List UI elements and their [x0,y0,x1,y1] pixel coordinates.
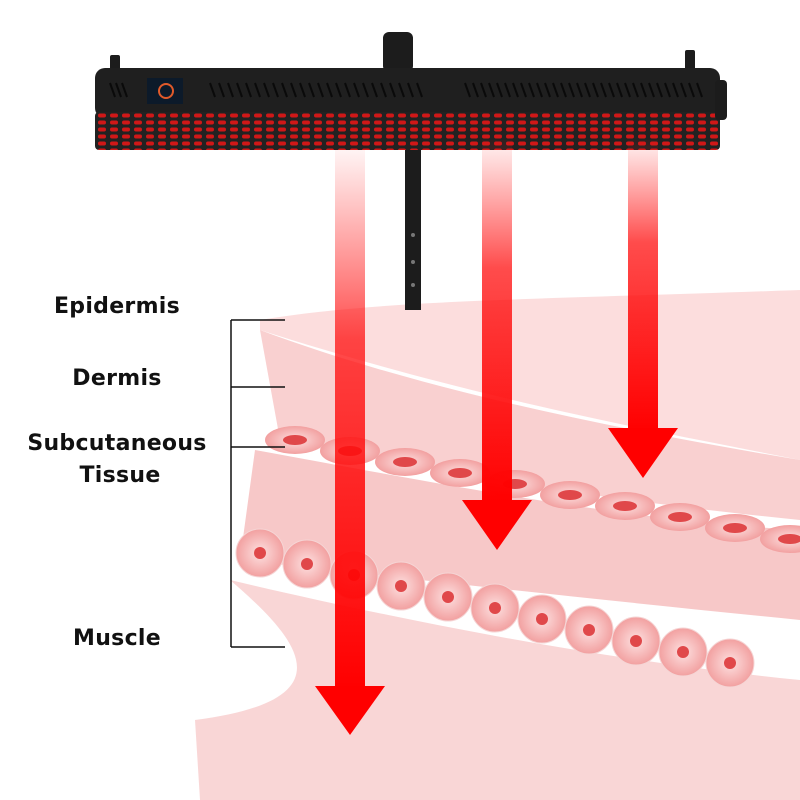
beam-arrow-muscle [315,150,385,735]
epidermis-layer [260,290,800,460]
mount-post [383,32,413,72]
label-epidermis: Epidermis [53,294,181,319]
dermis-layer [260,330,800,520]
label-dermis: Dermis [72,366,162,391]
red-light-panel-device [95,32,727,310]
led-array [95,112,720,150]
light-beams [315,140,678,735]
label-subcutaneous: Subcutaneous [27,431,207,456]
panel-body [95,68,720,118]
label-tissue: Tissue [79,463,161,488]
vents [109,82,703,98]
skin-layers [195,290,800,800]
display-screen [147,78,183,104]
subcutaneous-layer [240,450,800,620]
beam-arrow-subcutaneous [462,140,532,550]
stand-pole [405,145,421,310]
cells [235,426,800,688]
beam-arrow-dermis [608,140,678,478]
layer-bracket [230,319,285,648]
label-muscle: Muscle [73,626,161,651]
